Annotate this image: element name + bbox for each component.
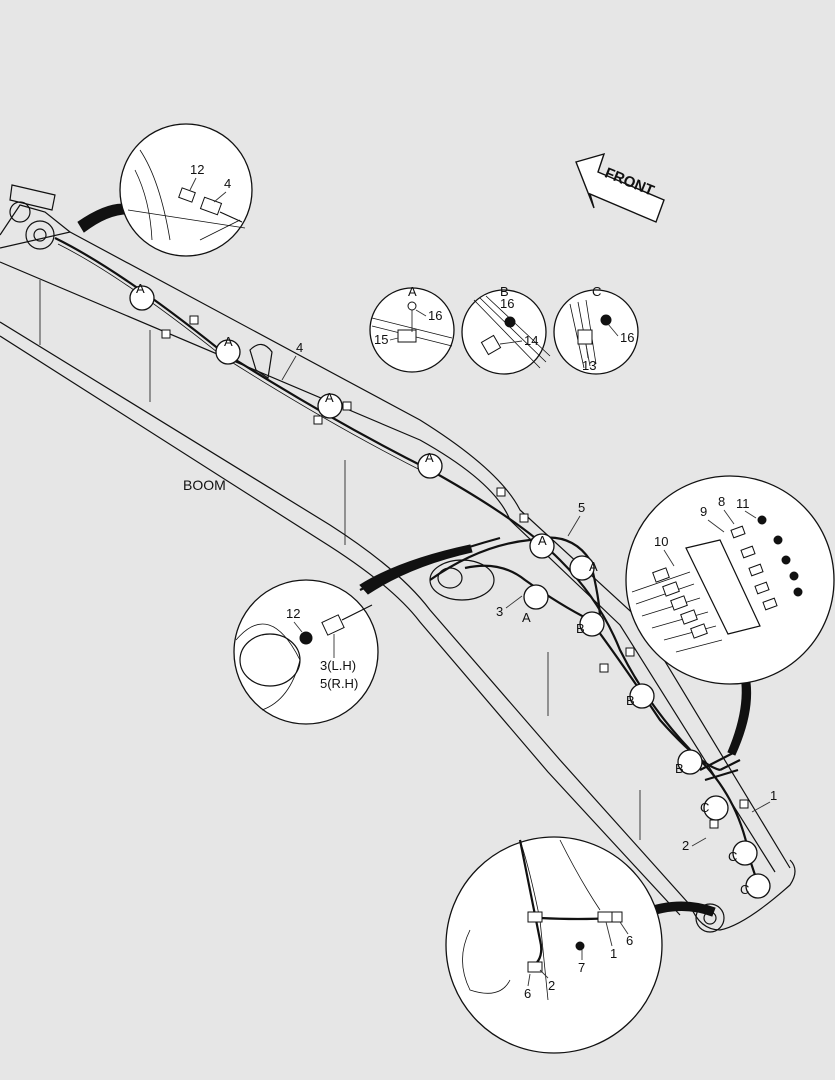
clamp-marker-label: A xyxy=(522,610,531,625)
part-number: 2 xyxy=(682,838,689,853)
part-number: 10 xyxy=(654,534,668,549)
clamp-marker xyxy=(129,285,155,311)
clamp-marker-label: C xyxy=(740,882,749,897)
side-label-lh: 3(L.H) xyxy=(320,658,356,673)
detail-b: B 16 14 xyxy=(461,284,551,375)
clamp-marker-label: A xyxy=(589,559,598,574)
detail-c: C 16 13 xyxy=(553,284,639,375)
detail-a: A 16 15 xyxy=(369,284,455,373)
clamp-marker-label: A xyxy=(224,334,233,349)
detail-cylinder-fitting: 12 3(L.H) 5(R.H) xyxy=(233,544,473,725)
clamp-marker-label: C xyxy=(700,800,709,815)
detail-a-title: A xyxy=(408,284,417,299)
part-number: 13 xyxy=(582,358,596,373)
part-number: 8 xyxy=(718,494,725,509)
clamp-marker-label: A xyxy=(325,390,334,405)
clamp-marker xyxy=(703,795,729,821)
part-number: 1 xyxy=(610,946,617,961)
part-number: 1 xyxy=(770,788,777,803)
detail-bottom-fittings: 1 6 7 2 6 xyxy=(445,836,716,1054)
clamp-marker-label: C xyxy=(728,849,737,864)
clamp-marker xyxy=(317,393,343,419)
front-arrow: FRONT xyxy=(575,152,665,223)
part-number: 12 xyxy=(190,162,204,177)
clamp-marker xyxy=(745,873,771,899)
part-number: 12 xyxy=(286,606,300,621)
clamp-marker-group: A A A A A A A B B B C C C xyxy=(129,281,771,899)
clamp-marker-label: A xyxy=(425,450,434,465)
part-number: 4 xyxy=(224,176,231,191)
detail-b-title: B xyxy=(500,284,509,299)
clamp-marker-label: B xyxy=(626,693,635,708)
detail-top-fitting: 12 4 xyxy=(77,123,253,257)
clamp-marker-label: B xyxy=(675,761,684,776)
part-number: 6 xyxy=(626,933,633,948)
clamp-marker xyxy=(732,840,758,866)
part-number: 16 xyxy=(428,308,442,323)
detail-manifold: 11 8 9 10 xyxy=(625,475,835,756)
clamp-marker-label: A xyxy=(538,533,547,548)
part-number: 2 xyxy=(548,978,555,993)
clamp-marker xyxy=(677,749,703,775)
clamp-marker xyxy=(523,584,549,610)
main-labels: BOOM 4 5 3 1 2 xyxy=(183,340,777,853)
part-number: 3 xyxy=(496,604,503,619)
part-number: 16 xyxy=(620,330,634,345)
part-number: 16 xyxy=(500,296,514,311)
part-number: 7 xyxy=(578,960,585,975)
clamp-marker xyxy=(579,611,605,637)
part-number: 4 xyxy=(296,340,303,355)
clamp-marker xyxy=(417,453,443,479)
clamp-marker xyxy=(215,339,241,365)
part-number: 6 xyxy=(524,986,531,1001)
side-label-rh: 5(R.H) xyxy=(320,676,358,691)
detail-c-title: C xyxy=(592,284,601,299)
part-number: 9 xyxy=(700,504,707,519)
boom-label: BOOM xyxy=(183,477,226,493)
clamp-marker xyxy=(569,555,595,581)
clamp-marker-label: B xyxy=(576,621,585,636)
part-number: 5 xyxy=(578,500,585,515)
clamp-marker-label: A xyxy=(136,281,145,296)
part-number: 15 xyxy=(374,332,388,347)
part-number: 11 xyxy=(736,496,750,511)
clamp-marker xyxy=(629,683,655,709)
clamp-marker xyxy=(529,533,555,559)
part-number: 14 xyxy=(524,333,538,348)
